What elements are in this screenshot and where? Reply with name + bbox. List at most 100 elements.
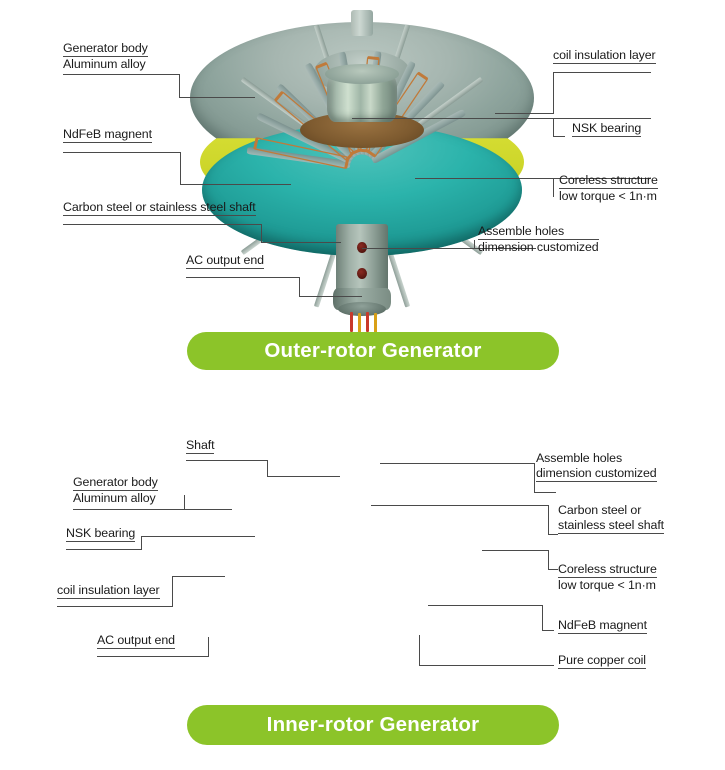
label-shaft-material: Carbon steel or stainless steel shaft: [63, 200, 256, 217]
leader-inner-coil-ins-h2: [172, 576, 225, 577]
label-line: coil insulation layer: [553, 48, 656, 62]
label-shaft: Shaft: [186, 438, 215, 455]
leader-coreless-h: [553, 178, 651, 179]
label-inner-shaft-material: Carbon steel or stainless steel shaft: [558, 503, 665, 535]
label-inner-nsk-bearing: NSK bearing: [66, 526, 136, 543]
leader-assemble-h: [474, 248, 536, 249]
leader-shaft-material-v: [261, 224, 262, 243]
leader-shaft-v: [267, 460, 268, 477]
leader-assemble-pointer: [362, 248, 475, 249]
label-line: AC output end: [186, 253, 264, 267]
leader-inner-assemble-pointer: [380, 463, 535, 464]
label-ac-output-end: AC output end: [186, 253, 264, 270]
label-line: Coreless structure: [558, 562, 657, 579]
leader-inner-copper-v: [419, 635, 420, 666]
leader-inner-shaft-mat-pointer: [371, 505, 549, 506]
label-line: Aluminum alloy: [73, 491, 156, 506]
outer-steel-shaft: [336, 224, 388, 292]
label-inner-ndfeb-magnet: NdFeB magnent: [558, 618, 647, 635]
leader-inner-coil-ins-h: [57, 606, 173, 607]
label-line: Assemble holes: [536, 451, 623, 465]
leader-shaft-material-h: [63, 224, 262, 225]
ac-pin-red: [350, 312, 353, 332]
label-nsk-bearing: NSK bearing: [572, 121, 641, 138]
leader-ndfeb-h2: [180, 184, 291, 185]
leader-shaft-material-h2: [261, 242, 341, 243]
leader-inner-shaft-mat-h: [548, 534, 558, 535]
leader-ndfeb-v: [180, 152, 181, 185]
inner-rotor-panel: Shaft Generator body Aluminum alloy NSK …: [0, 390, 725, 770]
leader-ac-output-v: [299, 277, 300, 297]
label-line: Coreless structure: [559, 173, 658, 190]
label-line: Generator body: [73, 475, 158, 492]
outer-rotor-panel: Generator body Aluminum alloy NdFeB magn…: [63, 10, 658, 370]
outer-rotor-render: [182, 10, 542, 335]
label-assemble-holes: Assemble holes dimension customized: [478, 224, 599, 255]
leader-inner-body-h: [73, 509, 185, 510]
label-line: coil insulation layer: [57, 583, 160, 597]
label-line: Assemble holes: [478, 224, 599, 241]
assemble-hole-upper-icon: [357, 242, 367, 253]
leader-inner-nsk-v: [141, 536, 142, 550]
leader-coil-insulation-v: [553, 72, 554, 114]
label-line: Pure copper coil: [558, 653, 646, 667]
leader-inner-body-v: [184, 495, 185, 510]
leader-shaft-h: [186, 460, 268, 461]
label-inner-assemble-holes: Assemble holes dimension customized: [536, 451, 657, 483]
label-line: Aluminum alloy: [63, 57, 146, 72]
label-line: NdFeB magnent: [63, 127, 152, 141]
label-line: NSK bearing: [66, 526, 136, 540]
leader-inner-ndfeb-v: [542, 605, 543, 631]
label-line: Carbon steel or stainless steel shaft: [63, 200, 256, 214]
leader-inner-nsk-h: [66, 549, 142, 550]
ac-pin-yellow-2: [374, 313, 377, 334]
outer-bearing-top: [325, 64, 399, 84]
label-generator-body: Generator body Aluminum alloy: [63, 41, 148, 72]
leader-nsk-pointer: [352, 118, 554, 119]
label-line: low torque < 1n·m: [558, 578, 656, 593]
label-line: Generator body: [63, 41, 148, 58]
ac-pin-red-2: [366, 312, 369, 332]
leader-generator-body-h2: [179, 97, 255, 98]
leader-nsk-h2: [553, 136, 565, 137]
label-inner-ac-output-end: AC output end: [97, 633, 175, 650]
leader-inner-ac-v: [208, 637, 209, 657]
leader-shaft-h2: [267, 476, 340, 477]
leader-inner-ndfeb-pointer: [428, 605, 543, 606]
label-line: Carbon steel or: [558, 503, 642, 517]
label-inner-coil-insulation: coil insulation layer: [57, 583, 160, 600]
outer-flange-face: [338, 302, 386, 316]
assemble-hole-lower-icon: [357, 268, 367, 279]
label-coreless-structure: Coreless structure low torque < 1n·m: [559, 173, 658, 204]
inner-rotor-caption-text: Inner-rotor Generator: [266, 713, 480, 736]
label-line: low torque < 1n·m: [559, 189, 657, 204]
leader-nsk-v: [553, 118, 554, 137]
leader-assemble-v: [474, 240, 475, 249]
leader-inner-shaft-mat-v: [548, 505, 549, 535]
leader-inner-coil-ins-v: [172, 576, 173, 607]
label-ndfeb-magnet: NdFeB magnent: [63, 127, 152, 144]
leader-inner-coreless-pointer: [482, 550, 549, 551]
label-line: stainless steel shaft: [558, 518, 665, 533]
leader-coil-insulation-h2: [495, 113, 554, 114]
leader-inner-coreless-h: [548, 569, 558, 570]
leader-inner-assemble-v: [534, 463, 535, 493]
label-inner-coreless-structure: Coreless structure low torque < 1n·m: [558, 562, 657, 593]
label-line: Shaft: [186, 438, 215, 452]
outer-rotor-caption-pill[interactable]: Outer-rotor Generator: [187, 332, 559, 370]
leader-ac-output-h: [186, 277, 300, 278]
outer-top-nub: [351, 10, 373, 36]
leader-inner-ndfeb-h: [542, 630, 554, 631]
leader-generator-body-h: [63, 74, 180, 75]
inner-rotor-caption-pill[interactable]: Inner-rotor Generator: [187, 705, 559, 745]
label-pure-copper-coil: Pure copper coil: [558, 653, 646, 670]
leader-nsk-h: [553, 118, 651, 119]
leader-inner-copper-h: [419, 665, 554, 666]
leader-inner-assemble-h: [534, 492, 556, 493]
leader-coil-insulation-h: [553, 72, 651, 73]
leader-inner-ac-h: [97, 656, 209, 657]
leader-generator-body-v: [179, 74, 180, 98]
leader-ac-output-h2: [299, 296, 362, 297]
label-line: AC output end: [97, 633, 175, 647]
